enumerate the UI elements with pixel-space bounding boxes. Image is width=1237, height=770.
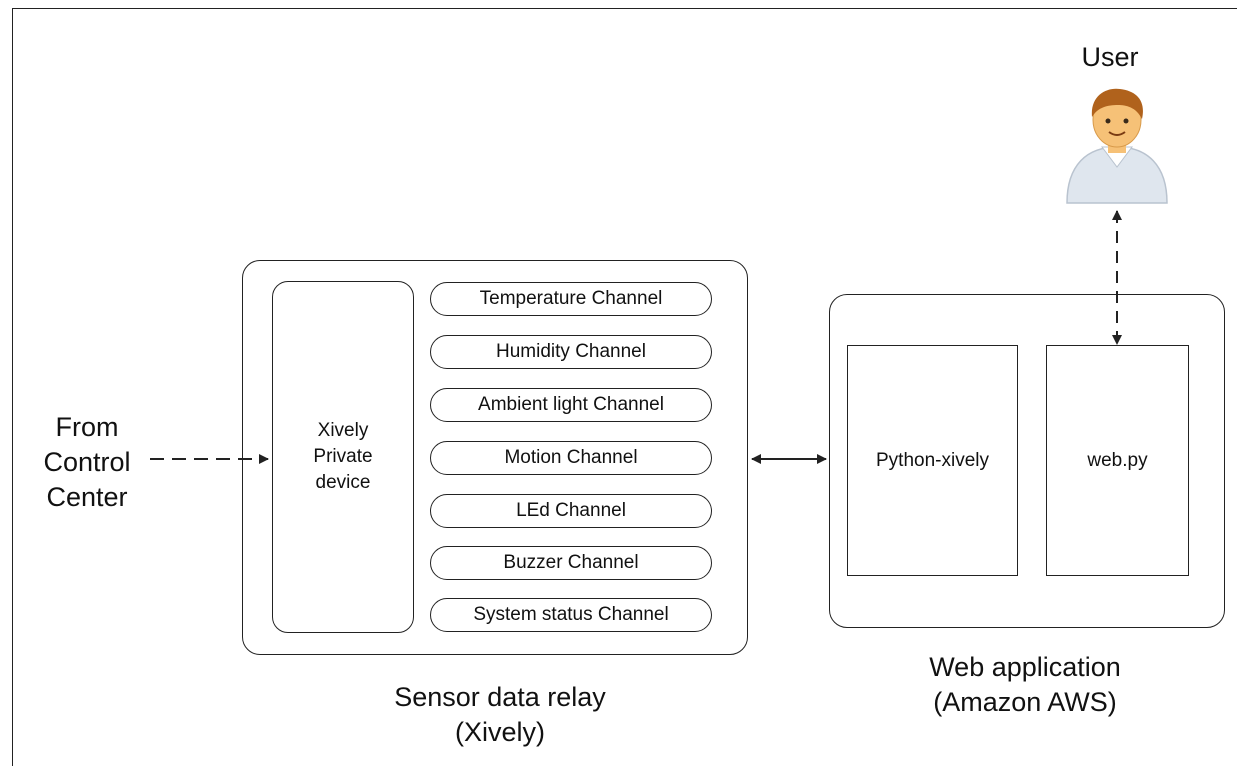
user-avatar-icon: [1066, 88, 1168, 204]
device-line-2: Private: [313, 446, 373, 467]
python-xively-box: Python-xively: [847, 345, 1018, 576]
channel-temperature: Temperature Channel: [430, 282, 712, 316]
relay-caption-line-2: (Xively): [454, 717, 545, 747]
channel-ambient-light: Ambient light Channel: [430, 388, 712, 422]
channel-led: LEd Channel: [430, 494, 712, 528]
webapp-caption-line-2: (Amazon AWS): [933, 687, 1117, 717]
from-line-2: Control: [43, 447, 131, 477]
device-line-3: device: [315, 472, 371, 493]
sensor-relay-caption: Sensor data relay (Xively): [350, 680, 650, 750]
from-control-center-label: From Control Center: [22, 410, 152, 515]
channel-motion: Motion Channel: [430, 441, 712, 475]
channel-humidity: Humidity Channel: [430, 335, 712, 369]
channel-system-status: System status Channel: [430, 598, 712, 632]
webapp-caption: Web application (Amazon AWS): [870, 650, 1180, 720]
from-line-3: Center: [46, 482, 128, 512]
channel-buzzer: Buzzer Channel: [430, 546, 712, 580]
user-label: User: [1081, 42, 1139, 72]
relay-caption-line-1: Sensor data relay: [394, 682, 606, 712]
from-line-1: From: [55, 412, 119, 442]
webapp-caption-line-1: Web application: [929, 652, 1121, 682]
device-line-1: Xively: [317, 420, 369, 441]
diagram-frame: [12, 8, 1237, 766]
webpy-box: web.py: [1046, 345, 1189, 576]
xively-device-box: Xively Private device: [272, 281, 414, 633]
